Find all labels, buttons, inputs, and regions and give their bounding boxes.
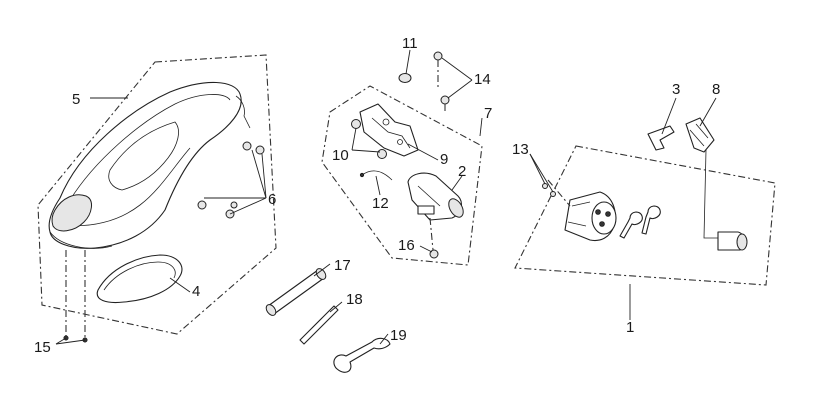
callout-2: 2 xyxy=(458,163,466,180)
callout-7: 7 xyxy=(484,105,492,122)
callout-numbers: 1 2 3 4 5 6 7 8 9 10 11 12 13 14 15 16 1… xyxy=(34,35,720,356)
cable-part xyxy=(361,170,393,181)
callout-17: 17 xyxy=(334,257,351,274)
callout-14: 14 xyxy=(474,71,491,88)
mounting-bracket-part xyxy=(359,103,419,157)
callout-9: 9 xyxy=(440,151,448,168)
seat-part xyxy=(48,81,251,249)
callout-12: 12 xyxy=(372,195,389,212)
seat-group xyxy=(37,54,277,343)
seat-liner-part xyxy=(96,254,183,304)
actuator-solenoid-part xyxy=(407,172,464,251)
bracket-nut-upper xyxy=(351,119,361,129)
callout-4: 4 xyxy=(192,283,200,300)
callout-5: 5 xyxy=(72,91,80,108)
lock-clip-part xyxy=(647,125,675,151)
callout-10: 10 xyxy=(332,147,349,164)
spanner-part xyxy=(333,337,391,373)
lock-set-group-boundary xyxy=(514,145,776,286)
seat-group-boundary xyxy=(37,54,277,335)
leader-lines xyxy=(55,49,717,345)
ignition-lock-part xyxy=(547,179,617,242)
seat-pins-part xyxy=(63,250,88,343)
callout-16: 16 xyxy=(398,237,415,254)
callout-1: 1 xyxy=(626,319,634,336)
actuator-group xyxy=(321,51,483,266)
callout-11: 11 xyxy=(402,35,418,52)
seat-nuts-part xyxy=(197,141,265,219)
callout-3: 3 xyxy=(672,81,680,98)
tool-box-wrench-part xyxy=(265,268,327,316)
bracket-nut-lower xyxy=(377,149,387,159)
callout-15: 15 xyxy=(34,339,51,356)
callout-8: 8 xyxy=(712,81,720,98)
callout-13: 13 xyxy=(512,141,529,158)
seat-lock-part xyxy=(685,117,748,251)
washer-part xyxy=(398,73,412,83)
callout-19: 19 xyxy=(390,327,407,344)
bolts-part xyxy=(433,51,450,112)
callout-6: 6 xyxy=(268,191,276,208)
spring-pin-part xyxy=(542,183,548,189)
actuator-group-boundary xyxy=(321,85,483,266)
callout-18: 18 xyxy=(346,291,363,308)
screwdriver-part xyxy=(299,305,339,345)
keys-part xyxy=(619,205,661,239)
lock-set-group xyxy=(514,117,776,286)
